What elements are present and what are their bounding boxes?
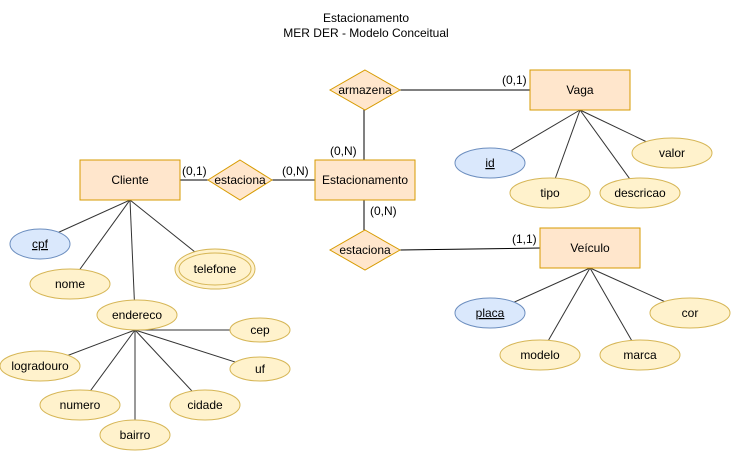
attribute-label: valor: [659, 146, 685, 160]
entity-label: Veículo: [570, 241, 610, 255]
diagram-subtitle: MER DER - Modelo Conceitual: [283, 26, 448, 40]
attribute-cor[interactable]: cor: [649, 297, 731, 329]
attribute-label: uf: [255, 362, 266, 376]
entity-label: Estacionamento: [322, 173, 408, 187]
attribute-label: cor: [682, 306, 699, 320]
attribute-telefone-multivalued[interactable]: telefone: [174, 248, 256, 290]
attribute-numero[interactable]: numero: [39, 389, 121, 421]
entity-label: Cliente: [111, 173, 149, 187]
attribute-label: bairro: [120, 428, 151, 442]
attribute-label: cidade: [187, 398, 223, 412]
cardinality-estacionamento-estaciona: (0,N): [370, 204, 397, 218]
relationship-label: estaciona: [214, 173, 266, 187]
relationship-estaciona-cliente[interactable]: estaciona: [207, 159, 273, 201]
entity-veiculo[interactable]: Veículo: [539, 227, 641, 269]
attribute-label: tipo: [540, 186, 560, 200]
attribute-nome[interactable]: nome: [29, 268, 111, 300]
attribute-bairro[interactable]: bairro: [99, 419, 171, 451]
attribute-label: endereco: [112, 308, 162, 322]
cardinality-armazena-vaga: (0,1): [502, 73, 527, 87]
entity-vaga[interactable]: Vaga: [529, 69, 631, 111]
attribute-uf[interactable]: uf: [229, 356, 291, 382]
entity-label: Vaga: [566, 83, 593, 97]
attribute-label: id: [485, 156, 494, 170]
relationship-estaciona-veiculo[interactable]: estaciona: [328, 229, 402, 271]
attribute-label: descricao: [614, 186, 666, 200]
attribute-marca[interactable]: marca: [599, 339, 681, 371]
attribute-label: numero: [60, 398, 101, 412]
cardinality-estacionamento-armazena: (0,N): [330, 144, 357, 158]
relationship-label: estaciona: [339, 243, 391, 257]
attribute-label: placa: [476, 306, 505, 320]
attribute-descricao[interactable]: descricao: [599, 177, 681, 209]
relationship-label: armazena: [338, 83, 392, 97]
cardinality-estaciona-veiculo: (1,1): [512, 232, 537, 246]
attribute-cpf[interactable]: cpf: [9, 228, 71, 260]
attribute-label: telefone: [194, 262, 237, 276]
attribute-id[interactable]: id: [454, 147, 526, 179]
attribute-label: cpf: [32, 237, 49, 251]
diagram-title: Estacionamento: [323, 11, 409, 25]
attribute-modelo[interactable]: modelo: [499, 339, 581, 371]
attribute-label: cep: [250, 323, 270, 337]
cardinality-cliente-estaciona: (0,1): [182, 164, 207, 178]
cardinality-estaciona-estacionamento: (0,N): [282, 164, 309, 178]
entity-cliente[interactable]: Cliente: [79, 159, 181, 201]
attribute-logradouro[interactable]: logradouro: [0, 350, 81, 382]
edge-estaciona2-veiculo: [399, 247, 541, 251]
attribute-tipo[interactable]: tipo: [509, 177, 591, 209]
relationship-armazena[interactable]: armazena: [328, 69, 402, 111]
attribute-cidade[interactable]: cidade: [169, 389, 241, 421]
attribute-label: marca: [623, 348, 657, 362]
attribute-cep[interactable]: cep: [229, 317, 291, 343]
attribute-label: nome: [55, 277, 85, 291]
entity-estacionamento[interactable]: Estacionamento: [314, 159, 416, 201]
attribute-placa[interactable]: placa: [454, 297, 526, 329]
attribute-endereco-composite[interactable]: endereco: [96, 299, 178, 331]
attribute-valor[interactable]: valor: [631, 137, 713, 169]
attribute-label: modelo: [520, 348, 560, 362]
attribute-label: logradouro: [11, 359, 69, 373]
edge-cliente-endereco: [129, 199, 136, 316]
